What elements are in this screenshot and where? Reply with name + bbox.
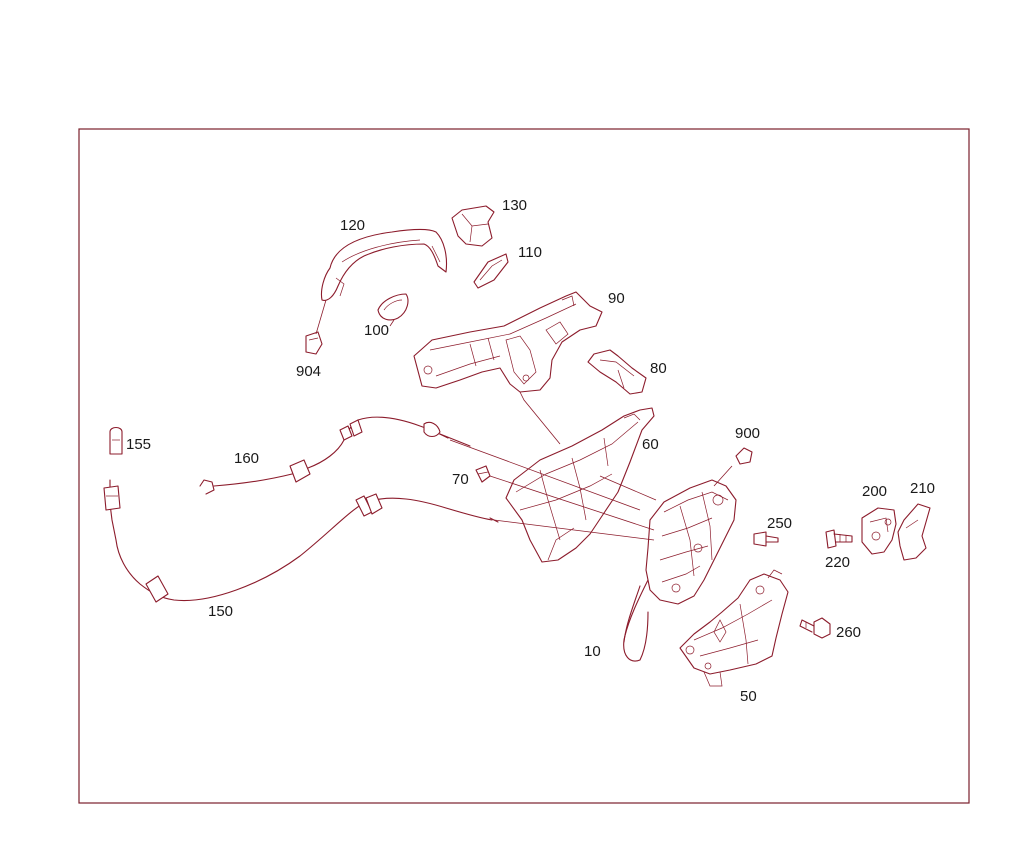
label-80: 80	[650, 360, 667, 377]
part-900-pad[interactable]	[735, 447, 753, 465]
label-110: 110	[518, 244, 542, 261]
label-70: 70	[452, 471, 469, 488]
diagram-frame	[78, 128, 970, 804]
label-904: 904	[296, 363, 321, 380]
part-80-bracket[interactable]	[587, 349, 647, 395]
part-10-lock[interactable]	[623, 465, 737, 662]
label-155: 155	[126, 436, 151, 453]
label-160: 160	[234, 450, 259, 467]
part-150-cable[interactable]	[103, 479, 655, 603]
part-160-cable[interactable]	[199, 416, 641, 511]
part-220-screw[interactable]	[825, 529, 853, 549]
part-210-shim[interactable]	[897, 503, 931, 561]
part-904-clip[interactable]	[305, 299, 327, 355]
part-250-screw[interactable]	[753, 531, 779, 547]
label-150: 150	[208, 603, 233, 620]
part-200-striker[interactable]	[861, 507, 897, 555]
leader-70-lock	[489, 475, 655, 531]
label-120: 120	[340, 217, 365, 234]
part-110-gasket[interactable]	[473, 253, 509, 289]
part-90-carrier[interactable]	[413, 291, 603, 445]
label-130: 130	[502, 197, 527, 214]
label-50: 50	[740, 688, 757, 705]
label-90: 90	[608, 290, 625, 307]
label-100: 100	[364, 322, 389, 339]
part-100-cover[interactable]	[377, 293, 409, 327]
part-120-door-handle[interactable]	[320, 228, 448, 301]
part-70-pin[interactable]	[475, 465, 491, 483]
label-60: 60	[642, 436, 659, 453]
label-210: 210	[910, 480, 935, 497]
part-130-cap[interactable]	[451, 205, 495, 247]
leader-60-lock	[599, 475, 657, 501]
label-200: 200	[862, 483, 887, 500]
label-900: 900	[735, 425, 760, 442]
label-10: 10	[584, 643, 601, 660]
part-260-bolt[interactable]	[799, 617, 831, 639]
label-260: 260	[836, 624, 861, 641]
part-60-panel[interactable]	[505, 407, 655, 563]
label-250: 250	[767, 515, 792, 532]
part-50-bracket[interactable]	[679, 569, 789, 687]
part-155-cap[interactable]	[109, 426, 123, 455]
label-220: 220	[825, 554, 850, 571]
